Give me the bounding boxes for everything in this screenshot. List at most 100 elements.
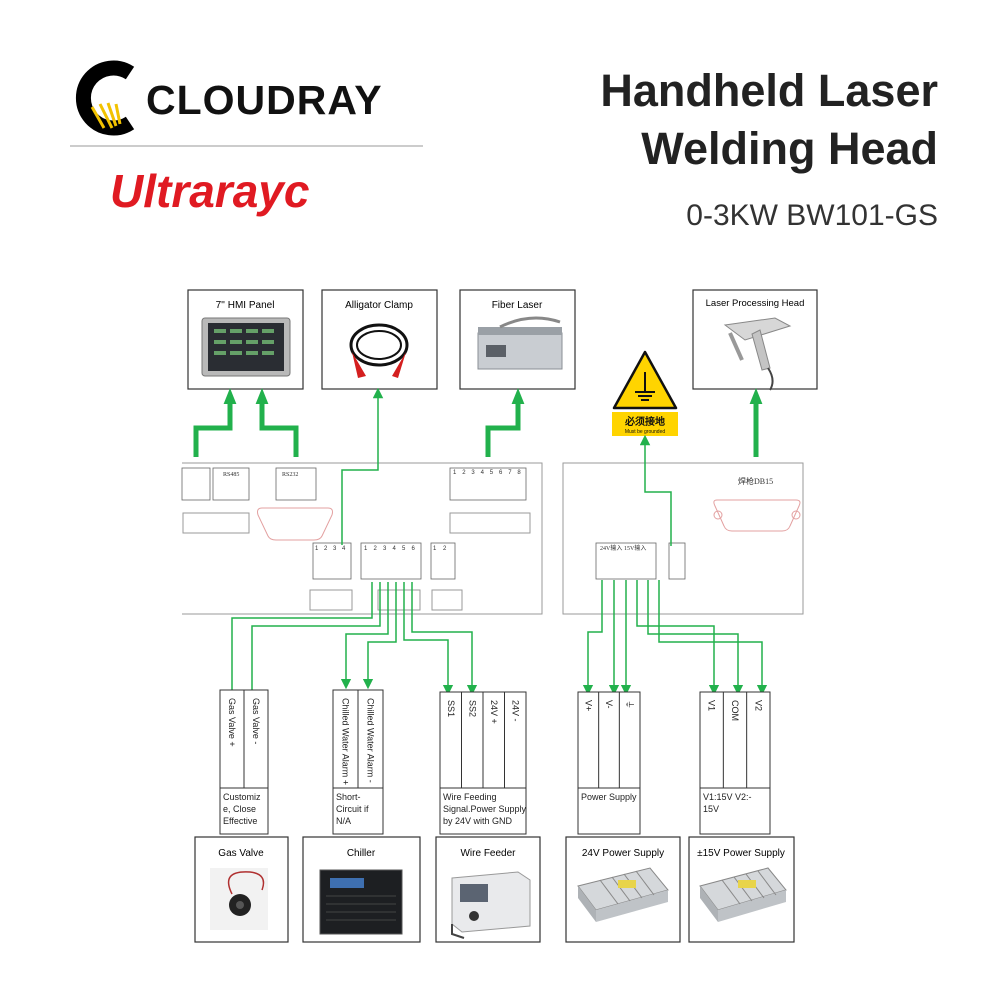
gas-valve-label: Gas Valve	[218, 848, 264, 859]
pin-number: 2	[462, 470, 466, 476]
terminal-note: V1:15V V2:-	[703, 792, 752, 802]
fiber-laser-label: Fiber Laser	[492, 300, 543, 311]
terminal-pin-label: ⏚	[625, 700, 635, 709]
title-line-1: Handheld Laser	[600, 65, 938, 116]
terminal-note: Circuit if	[336, 804, 369, 814]
terminal-block-ps24: V+ V- ⏚ Power Supply	[577, 691, 641, 835]
chiller-label: Chiller	[347, 848, 376, 859]
model-number: 0-3KW BW101-GS	[686, 199, 938, 232]
ground-sign-cn: 必须接地	[624, 415, 665, 428]
terminal-pin-label: Chilled Water Alarm +	[341, 698, 351, 785]
terminal-pin-label: V+	[583, 700, 593, 711]
terminal-pin-label: Gas Valve -	[251, 698, 261, 744]
chiller-box: Chiller	[302, 836, 421, 943]
terminal-note: N/A	[336, 816, 351, 826]
ground-sign-en: Must be grounded	[625, 429, 666, 435]
terminal-pin-label: V-	[604, 700, 614, 709]
ps15-label: ±15V Power Supply	[697, 848, 785, 859]
terminal-note: Wire Feeding	[443, 792, 497, 802]
title-line-2: Welding Head	[641, 123, 938, 174]
pin-number: 3	[333, 546, 337, 552]
terminal-pin-label: 24V -	[510, 700, 520, 722]
terminal-pin-label: SS1	[446, 700, 456, 717]
pin-number: 2	[324, 546, 328, 552]
terminal-note: Power Supply	[581, 792, 637, 802]
ground-icon	[635, 372, 655, 401]
pin-number: 3	[383, 546, 387, 552]
terminal-note: by 24V with GND	[443, 816, 513, 826]
cloudray-logo: CLOUDRAY	[75, 60, 383, 136]
ps24-label: 24V Power Supply	[582, 848, 664, 859]
laser-head-box: Laser Processing Head	[692, 289, 818, 391]
wire-feeder-label: Wire Feeder	[460, 848, 516, 859]
hmi-panel-image	[201, 317, 291, 377]
ground-warning-sign: 必须接地 Must be grounded	[612, 350, 678, 436]
green-wiring	[193, 387, 768, 706]
terminal-pin-label: 24V +	[489, 700, 499, 724]
connector-blocks: RS485 RS232 24V输入 15V输入	[181, 467, 686, 580]
fiber-laser-image	[477, 316, 563, 370]
hmi-panel-box: 7'' HMI Panel	[187, 289, 304, 390]
db15-port-outline	[713, 499, 801, 532]
terminal-note: e, Close	[223, 804, 256, 814]
terminal-note: Customiz	[223, 792, 261, 802]
alligator-clamp-label: Alligator Clamp	[345, 300, 413, 311]
hmi-panel-label: 7'' HMI Panel	[216, 300, 275, 311]
alligator-clamp-box: Alligator Clamp	[321, 289, 438, 390]
wire-feeder-box: Wire Feeder	[435, 836, 541, 943]
pin-number: 5	[402, 546, 406, 552]
pin-number: 6	[412, 546, 416, 552]
terminal-note: Short-	[336, 792, 361, 802]
terminal-pin-label: SS2	[467, 700, 477, 717]
terminal-pin-label: V2	[753, 700, 763, 711]
wire-feeder-image	[451, 871, 531, 939]
terminal-block-gas: Gas Valve + Gas Valve - Customiz e, CloseEf…	[219, 689, 269, 835]
rs485-label: RS485	[223, 472, 239, 478]
pin-number: 1	[453, 470, 457, 476]
input-24v-label: 24V输入	[600, 544, 622, 552]
pin-number: 8	[517, 470, 521, 476]
ps15-box: ±15V Power Supply	[688, 836, 795, 943]
ps15-image	[699, 867, 787, 922]
terminal-block-chiller: Chilled Water Alarm + Chilled Water Alarm…	[332, 689, 384, 835]
gas-valve-box: Gas Valve	[194, 836, 289, 943]
alligator-clamp-image	[349, 323, 409, 378]
pin-number: 1	[364, 546, 368, 552]
pin-number: 1	[433, 546, 437, 552]
pin-number: 7	[508, 470, 512, 476]
cloudray-logo-icon	[75, 60, 135, 136]
terminal-pin-label: Chilled Water Alarm -	[366, 698, 376, 783]
ps24-image	[577, 867, 669, 922]
laser-head-image	[723, 317, 792, 391]
terminal-pin-label: Gas Valve +	[227, 698, 237, 747]
pin-number: 2	[443, 546, 447, 552]
pin-number: 3	[471, 470, 475, 476]
pin-number: 6	[499, 470, 503, 476]
pin-number: 5	[490, 470, 494, 476]
pin-number: 2	[374, 546, 378, 552]
ultrarayc-wordmark: Ultrarayc	[110, 165, 309, 217]
controller-board	[182, 462, 543, 615]
ps24-box: 24V Power Supply	[565, 836, 681, 943]
db15-label: 焊枪DB15	[738, 476, 773, 486]
terminal-block-feeder: SS1 SS2 24V + 24V - Wire FeedingSignal.Power…	[439, 691, 527, 835]
gas-valve-image	[210, 868, 268, 930]
chiller-image	[319, 869, 403, 935]
terminal-note: Effective	[223, 816, 257, 826]
pin-number: 1	[315, 546, 319, 552]
pin-number: 4	[342, 546, 346, 552]
input-15v-label: 15V输入	[624, 544, 646, 552]
rs232-port-outline	[257, 507, 333, 541]
terminal-note: Signal.Power Supply	[443, 804, 527, 814]
terminal-pin-label: V1	[707, 700, 717, 711]
rs232-label: RS232	[282, 472, 298, 478]
terminal-blocks: Gas Valve + Gas Valve - Customiz e, CloseEf…	[219, 689, 771, 835]
cloudray-wordmark: CLOUDRAY	[146, 77, 383, 123]
laser-head-label: Laser Processing Head	[706, 298, 805, 309]
pin-number: 4	[393, 546, 397, 552]
power-board	[562, 462, 804, 615]
fiber-laser-box: Fiber Laser	[459, 289, 576, 390]
